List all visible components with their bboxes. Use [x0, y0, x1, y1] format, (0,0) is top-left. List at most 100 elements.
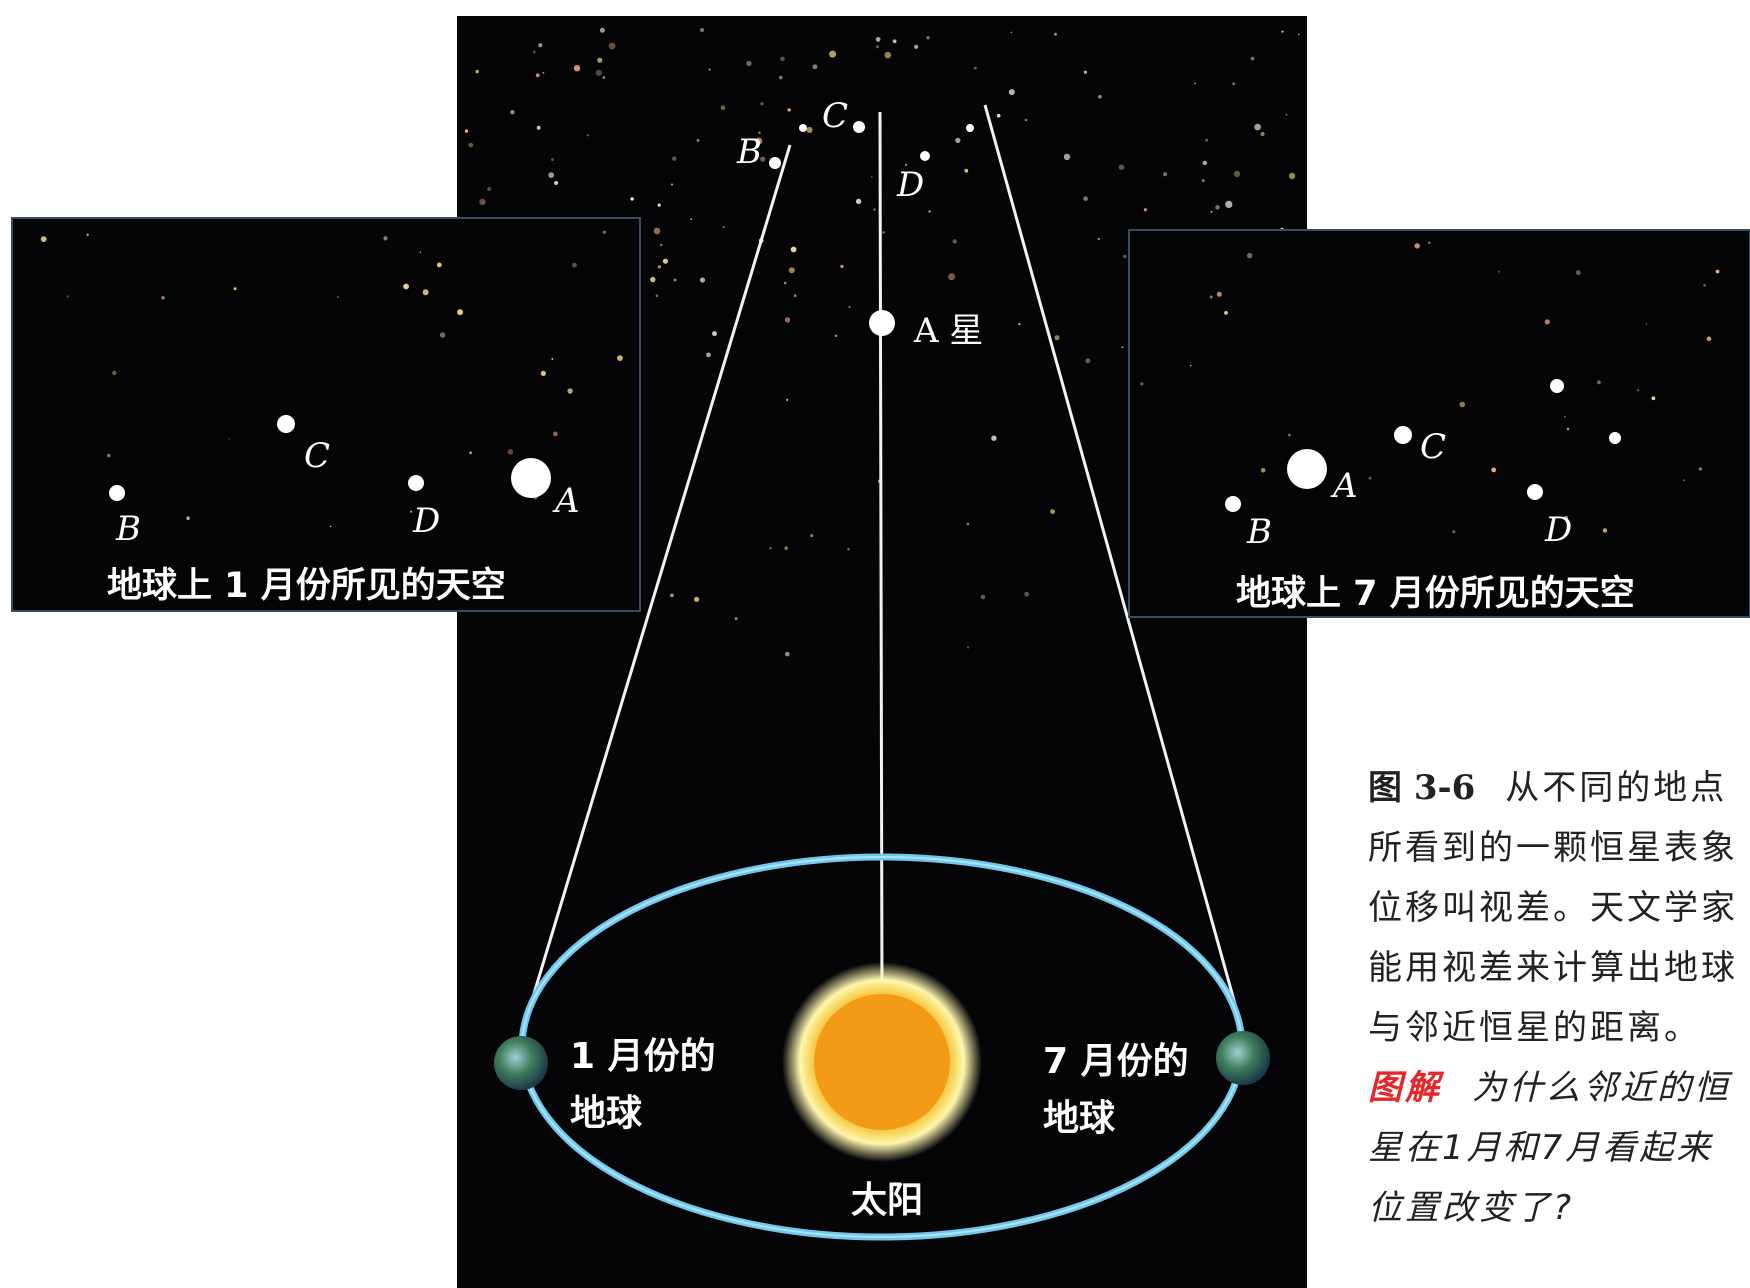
background-star — [1018, 323, 1021, 326]
background-star — [439, 332, 446, 338]
background-star — [510, 110, 515, 115]
background-star — [1215, 205, 1220, 210]
background-star — [848, 305, 851, 309]
jan-star-c — [277, 415, 295, 433]
background-star — [1201, 179, 1205, 183]
background-star — [882, 231, 885, 234]
top-star-c2 — [799, 124, 807, 132]
background-star — [540, 370, 547, 376]
background-star — [760, 102, 764, 106]
background-star — [670, 593, 674, 598]
background-star — [734, 617, 738, 621]
background-star — [790, 246, 797, 253]
sight-line-jul — [983, 104, 1247, 1041]
background-star — [464, 129, 469, 133]
background-star — [233, 287, 237, 291]
background-star — [1698, 467, 1703, 471]
jan-label-a: A — [552, 481, 580, 521]
background-star — [554, 181, 559, 185]
background-star — [1210, 210, 1213, 213]
background-star — [112, 370, 117, 376]
background-star — [784, 317, 791, 323]
jan-panel-caption: 地球上 1 月份所见的天空 — [107, 566, 506, 606]
background-star — [1054, 335, 1060, 341]
background-star — [1645, 323, 1648, 325]
background-star — [787, 108, 791, 112]
background-star — [1682, 479, 1685, 482]
background-star — [786, 398, 789, 401]
background-star — [1597, 380, 1601, 385]
background-star — [996, 113, 1001, 118]
background-star — [1452, 530, 1456, 534]
top-star-extra — [966, 124, 974, 132]
background-star — [1118, 164, 1125, 170]
caption-question: 为什么邻近的恒星在1月和7月看起来位置改变了? — [1368, 1068, 1731, 1228]
background-star — [602, 76, 606, 79]
background-star — [1123, 254, 1127, 259]
background-star — [538, 43, 543, 48]
sun-label: 太阳 — [851, 1180, 923, 1221]
figure-number: 图 3-6 — [1368, 768, 1476, 808]
jul-label-c: C — [1420, 427, 1446, 467]
jan-star-a — [511, 458, 551, 498]
jan-label-b: B — [115, 509, 141, 549]
background-star — [1083, 70, 1087, 74]
top-stars: B C D — [736, 96, 974, 205]
background-star — [532, 50, 536, 54]
top-star-b — [769, 157, 781, 169]
background-star — [40, 236, 47, 243]
background-star — [597, 57, 603, 63]
background-star — [1564, 515, 1568, 520]
background-star — [1247, 252, 1253, 259]
background-star — [1083, 196, 1088, 201]
background-star — [552, 431, 558, 437]
background-star — [722, 226, 725, 228]
background-star — [980, 594, 986, 600]
background-star — [662, 258, 669, 264]
background-star — [1224, 311, 1228, 315]
background-star — [834, 334, 838, 338]
background-star — [758, 131, 761, 134]
top-star-c — [853, 121, 865, 133]
jul-panel-caption: 地球上 7 月份所见的天空 — [1236, 574, 1635, 614]
background-star — [475, 69, 479, 74]
background-star — [436, 262, 442, 268]
background-star — [699, 277, 706, 283]
background-star — [1491, 467, 1497, 473]
background-star — [1225, 200, 1233, 208]
background-star — [1715, 269, 1720, 274]
background-star — [746, 60, 752, 67]
background-star — [1637, 389, 1640, 392]
background-star — [671, 183, 673, 186]
background-star — [630, 197, 634, 201]
background-star — [779, 75, 783, 80]
background-star — [991, 435, 997, 441]
background-star — [783, 281, 787, 285]
sight-lines — [518, 104, 1247, 1041]
background-star — [595, 69, 602, 76]
background-star — [884, 51, 892, 59]
background-star — [1024, 118, 1028, 122]
background-star — [780, 56, 785, 62]
background-star — [602, 230, 607, 234]
sight-line-sun — [878, 111, 884, 1001]
background-star — [551, 158, 554, 162]
background-star — [186, 516, 190, 520]
july-sky-panel: C A B D 地球上 7 月份所见的天空 — [1128, 229, 1750, 618]
background-star — [1250, 56, 1255, 61]
background-star — [755, 137, 763, 145]
background-star — [948, 273, 956, 281]
background-star — [548, 172, 555, 179]
background-star — [769, 547, 772, 550]
background-star — [1194, 82, 1196, 85]
january-sky-panel: C B D A 地球上 1 月份所见的天空 — [11, 217, 641, 612]
background-star — [586, 134, 589, 137]
background-star — [403, 283, 409, 290]
background-star — [573, 65, 581, 72]
background-star — [810, 534, 814, 538]
background-star — [926, 36, 930, 40]
background-star — [793, 294, 797, 298]
background-star — [964, 168, 969, 173]
background-star — [1205, 138, 1209, 142]
background-star — [336, 296, 339, 299]
